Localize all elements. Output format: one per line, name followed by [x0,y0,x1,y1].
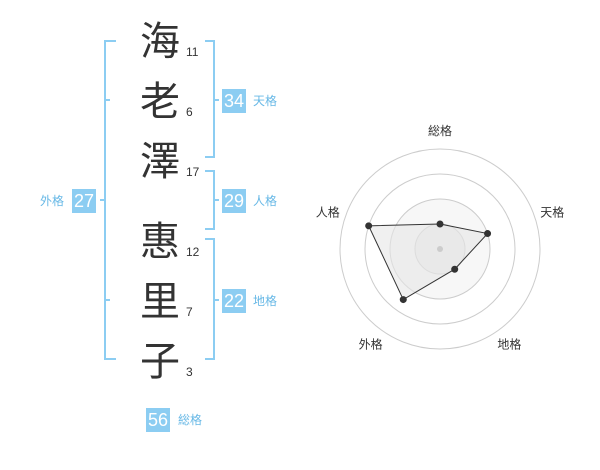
jinkaku-bracket [205,170,219,230]
tenkaku-value: 34 [222,89,247,113]
gaikaku-value: 27 [72,189,97,213]
tenkaku-bracket [205,40,219,158]
radar-axis-label-4: 外格 [359,336,383,351]
bracket-group [100,40,219,360]
stroke-count-5: 7 [186,305,193,319]
radar-axis-label-3: 地格 [497,336,521,351]
chikaku-label: 地格 [253,294,278,308]
radar-axis-label-5: 人格 [316,205,340,220]
name-char-2: 老 [140,79,180,125]
radar-center [437,246,443,252]
radar-point-1 [436,220,444,228]
name-char-1: 海 [140,19,180,65]
radar-series-polygon [367,223,489,301]
radar-point-3 [451,265,459,273]
name-char-3: 澤 [140,139,180,185]
radar-axis-label-2: 天格 [540,205,564,220]
chikaku-value: 22 [222,289,247,313]
stroke-count-2: 6 [186,105,193,119]
stroke-count-6: 3 [186,365,193,379]
bracket-tick [105,99,110,301]
radar-axis-label-1: 総格 [428,123,452,138]
stroke-count-4: 12 [186,245,200,259]
stroke-count-3: 17 [186,165,200,179]
soukaku-label: 総格 [178,413,203,427]
radar-point-4 [399,296,407,304]
soukaku-value: 56 [146,408,171,432]
tenkaku-label: 天格 [253,94,278,108]
name-char-4: 惠 [140,219,180,265]
name-char-6: 子 [140,339,180,385]
radar-point-2 [484,230,492,238]
gaikaku-bracket [100,40,116,360]
jinkaku-value: 29 [222,189,247,213]
stroke-count-1: 11 [186,45,199,59]
jinkaku-label: 人格 [253,194,278,208]
chikaku-bracket [205,238,219,360]
name-char-5: 里 [140,279,180,325]
gaikaku-label: 外格 [40,194,65,208]
radar-point-5 [365,222,373,230]
